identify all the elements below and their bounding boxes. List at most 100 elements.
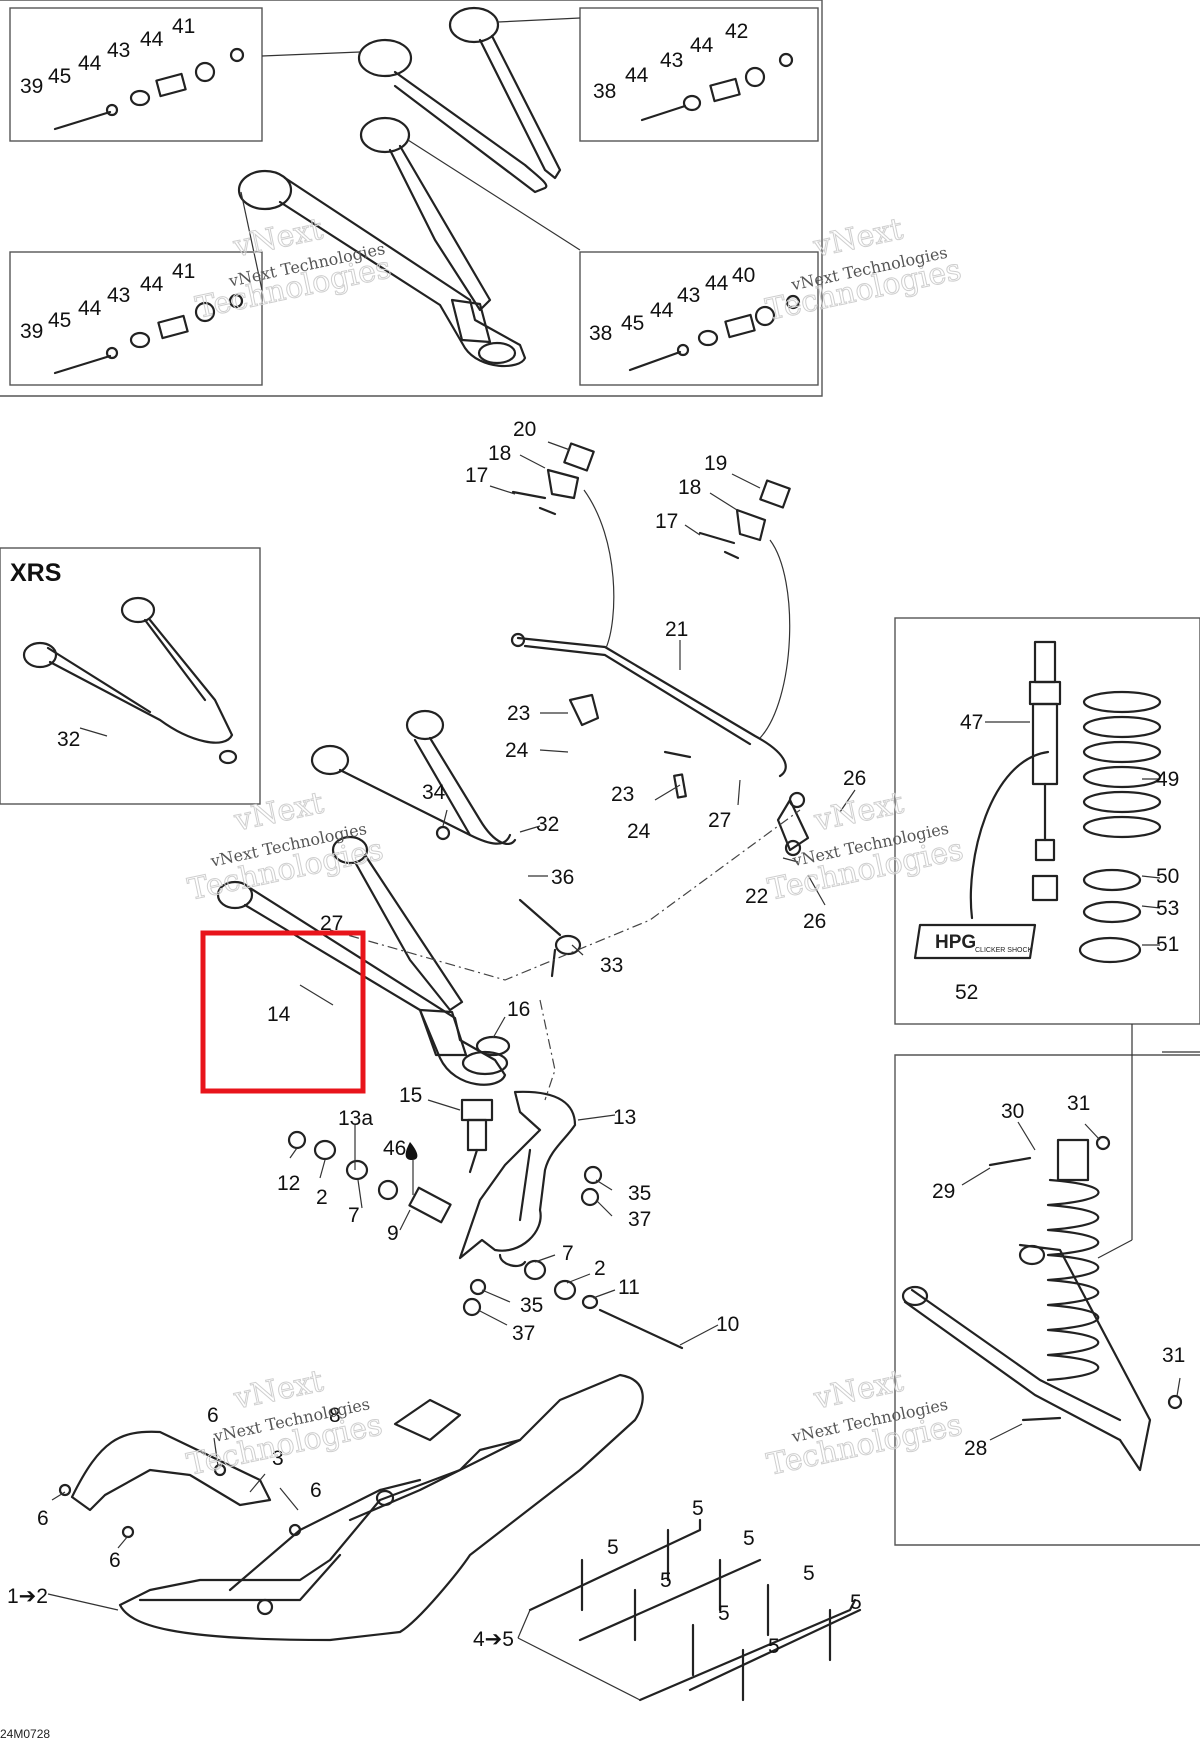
grease-drop-icon — [405, 1142, 418, 1160]
callout-label: 47 — [960, 711, 983, 734]
xrs-inset-panel: XRS — [0, 547, 261, 805]
watermark: vNext Technologies vNext Technologies — [763, 1363, 965, 1483]
spindle-hardware — [287, 1130, 684, 1350]
callout-label: 11 — [618, 1276, 640, 1299]
xrs-a-arm — [22, 596, 238, 765]
ski-assembly — [58, 1373, 644, 1642]
hpg-logo-text: HPG — [935, 932, 976, 953]
callout-label: 8 — [329, 1404, 341, 1427]
watermark: vNext Technologies vNext Technologies — [192, 211, 394, 326]
spindle-13 — [458, 1090, 577, 1268]
hardware-box-bottom-right — [579, 251, 819, 386]
callout-label: 37 — [628, 1208, 651, 1231]
callout-label: 24 — [627, 820, 651, 843]
callout-label: 22 — [745, 885, 768, 908]
hpg-logo: HPG CLICKER SHOCK — [913, 923, 1037, 960]
callout-label: 41 — [172, 15, 195, 38]
hardware-box-bottom-left — [9, 251, 263, 386]
callout-label: 18 — [488, 442, 511, 465]
watermark: vNext Technologies vNext Technologies — [184, 785, 386, 908]
hardware-stack-tr — [640, 52, 794, 122]
steering-arm-33 — [518, 898, 582, 978]
coil-spring — [1082, 690, 1162, 839]
callout-label: 52 — [955, 981, 978, 1004]
lower-a-arm — [237, 116, 581, 368]
watermark: vNext Technologies vNext Technologies — [762, 211, 964, 328]
callout-label: 2 — [316, 1186, 328, 1209]
callout-label: 23 — [507, 702, 530, 725]
callout-label: 19 — [704, 452, 727, 475]
callout-label: 14 — [267, 1003, 291, 1026]
callout-label: 17 — [655, 510, 678, 533]
callout-label: 4➔5 — [473, 1628, 514, 1651]
callout-label: 20 — [513, 418, 536, 441]
callout-label: 27 — [320, 912, 343, 935]
ball-joint-15 — [460, 1098, 494, 1174]
callout-label: 7 — [348, 1204, 360, 1227]
shock-panel: HPG CLICKER SHOCK — [894, 617, 1200, 1025]
callout-label: 41 — [172, 260, 195, 283]
callout-label: 44 — [140, 273, 164, 296]
callout-label: 38 — [589, 322, 612, 345]
callout-label: 44 — [140, 28, 164, 51]
spring-seat — [1082, 868, 1142, 892]
callout-label: 5 — [607, 1536, 619, 1559]
callout-label: 5 — [803, 1562, 815, 1585]
callout-label: 44 — [690, 34, 714, 57]
callout-label: 16 — [507, 998, 530, 1021]
callout-label: 43 — [107, 284, 130, 307]
callout-label: 26 — [803, 910, 826, 933]
callout-label: 39 — [20, 75, 43, 98]
callout-label: 39 — [20, 320, 43, 343]
front-upper-a-arm — [310, 709, 517, 845]
xrs-title: XRS — [10, 559, 61, 587]
callout-label: 13 — [613, 1106, 636, 1129]
callout-label: 32 — [57, 728, 80, 751]
callout-label: 9 — [387, 1222, 399, 1245]
callout-label: 24 — [505, 739, 529, 762]
callout-label: 31 — [1162, 1344, 1185, 1367]
front-lower-a-arm — [216, 835, 511, 1086]
callout-label: 10 — [716, 1313, 739, 1336]
callout-label: 37 — [512, 1322, 535, 1345]
callout-label: 44 — [78, 52, 102, 75]
callout-label: 23 — [611, 783, 634, 806]
callout-label: 6 — [207, 1404, 219, 1427]
watermarks: vNext Technologies vNext Technologies vN… — [183, 211, 967, 1483]
callout-label: 33 — [600, 954, 623, 977]
callout-label: 31 — [1067, 1092, 1090, 1115]
watermark: vNext Technologies vNext Technologies — [764, 785, 966, 908]
callout-label: 44 — [705, 272, 729, 295]
callout-label: 21 — [665, 618, 688, 641]
callout-label: 5 — [743, 1527, 755, 1550]
hardware-stack-bl — [53, 293, 244, 375]
callout-label: 45 — [48, 65, 71, 88]
callout-label: 44 — [650, 299, 674, 322]
leader-lines — [47, 441, 1181, 1701]
callout-label: 43 — [677, 284, 700, 307]
callout-label: 12 — [277, 1172, 300, 1195]
callout-label: 35 — [628, 1182, 651, 1205]
callout-label: 35 — [520, 1294, 543, 1317]
hardware-stack-br — [628, 294, 801, 372]
callout-label: 40 — [732, 264, 755, 287]
callout-label: 53 — [1156, 897, 1179, 920]
spring-retainer — [1082, 900, 1142, 924]
linkage-dash-lines — [329, 809, 801, 1101]
callout-label: 3 — [272, 1447, 284, 1470]
callout-label: 26 — [843, 767, 866, 790]
callout-label: 7 — [562, 1242, 574, 1265]
callout-label: 32 — [536, 813, 559, 836]
callout-label: 2 — [594, 1257, 606, 1280]
sway-bar-bushing-20 — [563, 442, 595, 472]
callout-label: 5 — [660, 1569, 672, 1592]
callout-label: 50 — [1156, 865, 1179, 888]
callout-label: 5 — [850, 1591, 862, 1614]
ski-loop-3 — [70, 1430, 272, 1512]
callout-label: 30 — [1001, 1100, 1024, 1123]
callout-label: 5 — [768, 1635, 780, 1658]
callout-label: 45 — [48, 309, 71, 332]
hardware-stack-tl — [53, 47, 245, 131]
callout-label: 5 — [718, 1602, 730, 1625]
